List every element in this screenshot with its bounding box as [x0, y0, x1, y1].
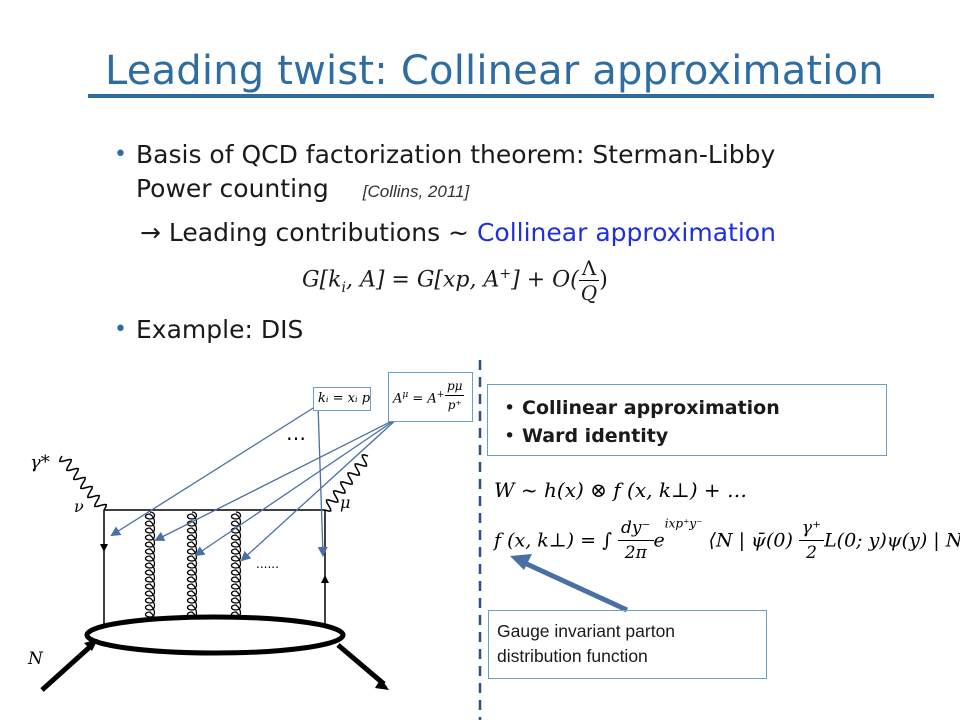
nucleon-blob	[84, 614, 346, 656]
equation-w: W ~ h(x) ⊗ f (x, k⊥) + …	[494, 478, 748, 502]
gauge-box-line2: distribution function	[497, 646, 648, 666]
gluon-1	[144, 511, 156, 625]
gluon-lines	[144, 511, 242, 625]
arrow-gauge-to-pdf	[516, 557, 629, 613]
k-momentum-box: kᵢ = xᵢ p	[313, 387, 371, 411]
gauge-field-box: Aμ = A+ pμ p⁺	[388, 372, 473, 422]
a-box-mid: = A	[408, 391, 437, 407]
gluon-3	[230, 511, 242, 625]
nucleon-in-arrow-icon	[84, 639, 98, 651]
arrow-k-to-quark	[110, 404, 319, 537]
bullet-dot-icon: •	[114, 317, 127, 342]
info-box: • Collinear approximation • Ward identity	[487, 384, 887, 456]
citation: [Collins, 2011]	[362, 182, 470, 201]
pointer-arrows	[110, 404, 399, 562]
info-item-label: Ward identity	[522, 425, 669, 447]
nucleon-outgoing-line	[336, 643, 386, 686]
eq-f-frac2: γ⁺2	[798, 516, 825, 565]
eq-f-frac1-num: dy⁻	[618, 516, 654, 541]
bullet-dot-icon: •	[114, 142, 127, 167]
bullet-example: • Example: DIS	[114, 313, 304, 347]
a-box-num: pμ	[445, 377, 465, 396]
eq-main-frac-num: Λ	[578, 256, 600, 281]
a-box-plus: +	[436, 390, 445, 400]
dots-mid: ......	[256, 557, 279, 571]
gluon-2	[186, 511, 198, 625]
arrow-prefix: → Leading contributions ~	[140, 218, 477, 247]
gauge-invariant-box: Gauge invariant parton distribution func…	[488, 610, 767, 679]
eq-f-frac1-den: 2π	[624, 543, 647, 563]
nucleon-incoming-line	[40, 643, 94, 692]
bullet1-line2: Power counting	[136, 174, 329, 203]
bullet1-line1: Basis of QCD factorization theorem: Ster…	[136, 140, 776, 169]
eq-f-frac1: dy⁻2π	[618, 516, 654, 565]
gauge-box-line1: Gauge invariant parton	[497, 621, 676, 641]
eq-f-frac2-den: 2	[806, 543, 817, 563]
eq-main-lhs-sub: i	[341, 279, 346, 296]
eq-f-exp: e	[653, 529, 665, 552]
eq-f-lhs: f (x, k⊥) = ∫	[494, 529, 612, 552]
eq-main-lhs-rest: , A] = G[xp, A	[345, 267, 500, 293]
arrow-k-to-right	[317, 404, 328, 557]
info-item-ward: • Ward identity	[504, 425, 669, 447]
info-item-label: Collinear approximation	[522, 397, 780, 419]
bullet2-text: Example: DIS	[136, 315, 304, 344]
collinear-highlight: Collinear approximation	[476, 218, 776, 247]
eq-f-matrix-open: ⟨N | ψ̄(0)	[708, 529, 793, 552]
quark-arrow-right-icon	[321, 575, 329, 583]
eq-f-frac2-num: γ⁺	[798, 516, 825, 541]
a-box-den: p⁺	[447, 398, 462, 412]
nucleon-out-arrow-icon	[375, 678, 389, 690]
mu-label: μ	[340, 493, 350, 512]
arrow-gauge-head-icon	[510, 554, 532, 570]
eq-f-matrix-close: L(0; y)ψ(y) | N⟩	[824, 529, 960, 552]
quark-arrow-left-icon	[100, 544, 108, 552]
a-box-lhs: A	[393, 391, 403, 407]
eq-main-close: )	[599, 267, 608, 293]
nu-label: ν	[74, 497, 84, 516]
photon-line	[58, 455, 108, 511]
eq-main-rhs: ] + O(	[511, 267, 579, 293]
nucleon-label: N	[27, 649, 44, 669]
arrow-a-to-gluon1	[154, 417, 399, 541]
eq-main-lhs: G[k	[302, 267, 342, 293]
arrow-a-to-gluon3	[240, 417, 399, 562]
bullet-dot-icon: •	[504, 397, 516, 419]
dots-top: …	[286, 421, 306, 445]
bullet-factorization: • Basis of QCD factorization theorem: St…	[114, 138, 776, 209]
eq-f-exp-sup: ixp⁺y⁻	[664, 516, 703, 531]
bullet-dot-icon: •	[504, 425, 516, 447]
outgoing-boson-line	[324, 454, 369, 512]
title-underline	[88, 94, 934, 98]
photon-label: γ*	[30, 452, 50, 473]
slide-title: Leading twist: Collinear approximation	[105, 48, 884, 94]
info-item-collinear: • Collinear approximation	[504, 397, 780, 419]
eq-main-plus: +	[499, 266, 512, 283]
arrow-a-to-gluon2	[194, 417, 399, 557]
leading-contributions-line: → Leading contributions ~ Collinear appr…	[140, 216, 776, 250]
a-box-mu: μ	[402, 390, 409, 400]
eq-main-frac-den: Q	[580, 281, 598, 305]
